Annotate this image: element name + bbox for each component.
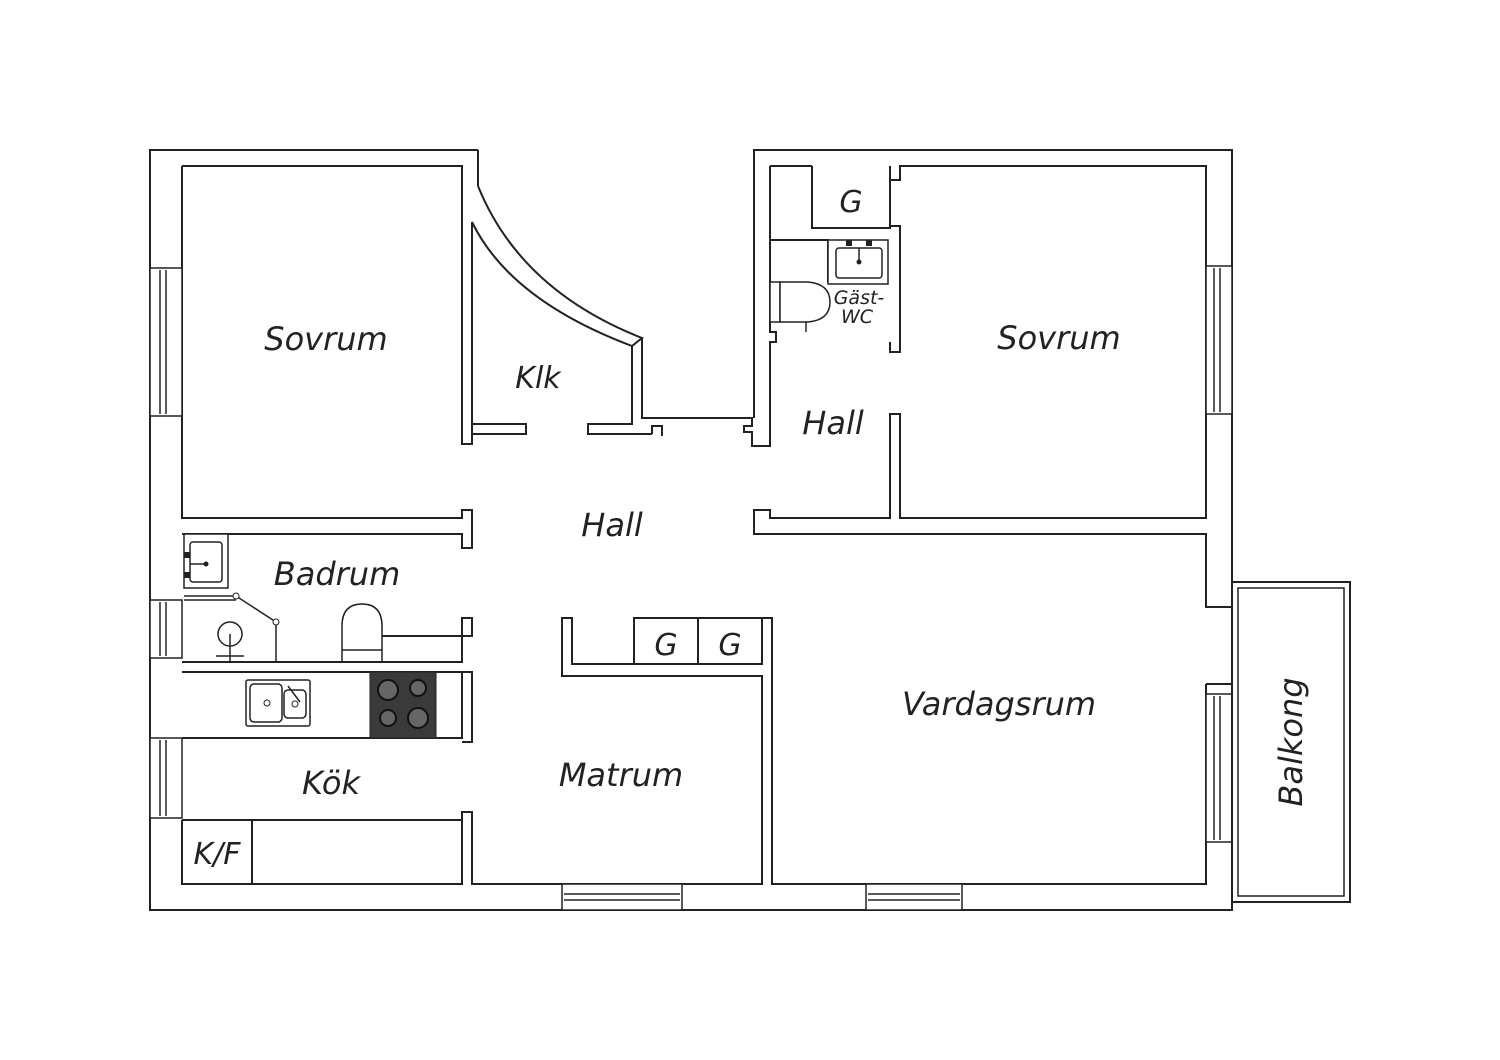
- sink-icon: [183, 533, 229, 589]
- label-vardagsrum: Vardagsrum: [902, 685, 1096, 723]
- label-closet-g-top: G: [839, 185, 862, 220]
- label-gast-wc-1: Gäst-: [834, 287, 885, 309]
- room-labels: Sovrum Klk Hall Badrum Kök K/F Matrum G …: [193, 185, 1310, 872]
- label-matrum: Matrum: [559, 756, 683, 794]
- kitchen: [182, 671, 473, 884]
- klk-arc: [471, 185, 771, 447]
- left-windows: [149, 267, 183, 819]
- bottom-windows: [561, 883, 963, 911]
- label-sovrum-left: Sovrum: [264, 320, 387, 358]
- label-balkong: Balkong: [1272, 677, 1310, 806]
- bathroom-fixtures: [182, 533, 473, 663]
- label-klk: Klk: [515, 361, 562, 396]
- label-closet-g-1: G: [654, 628, 677, 663]
- label-kf: K/F: [193, 837, 241, 872]
- right-windows: [1205, 265, 1233, 843]
- stove-icon: [369, 671, 437, 739]
- guest-wc: [769, 239, 889, 332]
- dining-closets: [633, 617, 763, 665]
- toilet-icon: [341, 603, 383, 663]
- closet-top: [811, 166, 901, 353]
- label-hall-right: Hall: [802, 404, 864, 442]
- label-hall-center: Hall: [581, 506, 643, 544]
- label-gast-wc-2: WC: [841, 306, 874, 328]
- label-kok: Kök: [302, 764, 361, 802]
- kitchen-sink-icon: [245, 679, 311, 727]
- shower-icon: [184, 592, 280, 663]
- balcony: [1231, 581, 1351, 903]
- toilet-icon: [769, 281, 831, 323]
- label-sovrum-right: Sovrum: [997, 319, 1120, 357]
- label-badrum: Badrum: [274, 555, 400, 593]
- label-closet-g-2: G: [718, 628, 741, 663]
